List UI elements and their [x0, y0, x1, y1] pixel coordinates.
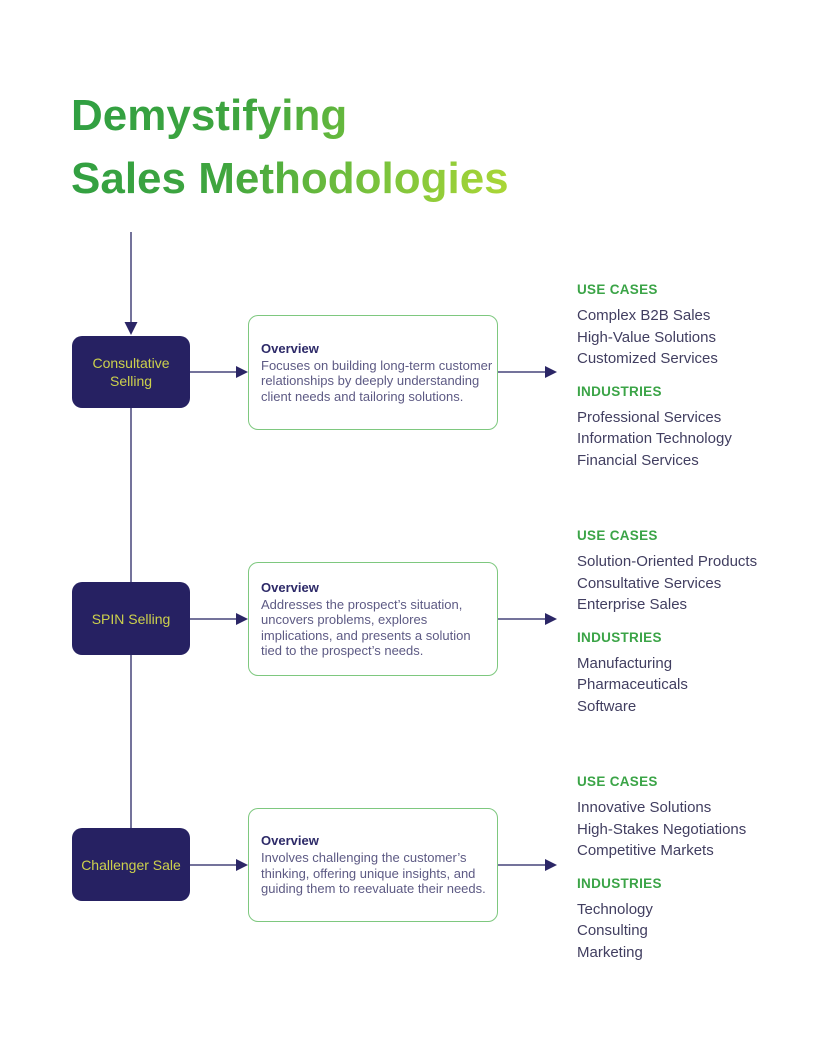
industries-heading: INDUSTRIES — [577, 383, 662, 399]
overview-heading: Overview — [261, 833, 319, 849]
overview-body: Involves challenging the customer’s thin… — [261, 850, 486, 897]
page-title-line1: Demystifying — [71, 91, 348, 140]
industry-item: Professional Services — [577, 408, 722, 426]
arrow-title-to-box1-head — [124, 322, 138, 335]
arrow-box3-to-overview3-head — [236, 859, 248, 871]
overview-card-spin-selling: Overview Addresses the prospect’s situat… — [248, 562, 498, 676]
industry-item: Consulting — [577, 922, 648, 939]
use-case-item: High-Stakes Negotiations — [577, 820, 747, 838]
arrow-box2-to-overview2-head — [236, 613, 248, 625]
detail-column-challenger-sale: USE CASES Innovative Solutions High-Stak… — [577, 774, 809, 963]
arrow-overview2-to-details2-head — [545, 613, 557, 625]
industry-item: Marketing — [577, 943, 643, 961]
industry-item: Manufacturing — [577, 654, 673, 672]
arrow-box1-to-overview1-head — [236, 366, 248, 378]
use-case-item: Solution-Oriented Products — [577, 553, 758, 570]
overview-body: Addresses the prospect’s situation, unco… — [261, 596, 471, 659]
use-case-item: Enterprise Sales — [577, 596, 688, 613]
page-title-line2: Sales Methodologies — [71, 154, 509, 203]
overview-card-consultative-selling: Overview Focuses on building long-term c… — [248, 315, 498, 430]
use-case-item: Complex B2B Sales — [577, 307, 711, 324]
arrow-overview1-to-details1-head — [545, 366, 557, 378]
use-case-item: Customized Services — [577, 350, 718, 367]
arrow-overview3-to-details3-head — [545, 859, 557, 871]
industries-heading: INDUSTRIES — [577, 629, 662, 645]
overview-body: Focuses on building long-term customer r… — [261, 357, 493, 404]
industry-item: Information Technology — [577, 430, 732, 447]
overview-card-challenger-sale: Overview Involves challenging the custom… — [248, 808, 498, 922]
use-cases-heading: USE CASES — [577, 528, 658, 543]
industry-item: Software — [577, 697, 637, 715]
method-box-spin-selling: SPIN Selling — [72, 582, 190, 655]
industry-item: Pharmaceuticals — [577, 676, 688, 693]
use-case-item: Consultative Services — [577, 574, 722, 592]
use-cases-heading: USE CASES — [577, 282, 658, 297]
overview-heading: Overview — [261, 340, 319, 356]
industry-item: Technology — [577, 900, 653, 918]
method-box-consultative-selling: Consultative Selling — [72, 336, 190, 408]
overview-heading: Overview — [261, 579, 319, 595]
industries-heading: INDUSTRIES — [577, 875, 662, 891]
use-case-item: Innovative Solutions — [577, 799, 712, 816]
detail-column-consultative-selling: USE CASES Complex B2B Sales High-Value S… — [577, 282, 809, 471]
use-case-item: High-Value Solutions — [577, 328, 716, 346]
detail-column-spin-selling: USE CASES Solution-Oriented Products Con… — [577, 528, 809, 717]
industry-item: Financial Services — [577, 451, 699, 469]
method-box-challenger-sale: Challenger Sale — [72, 828, 190, 901]
use-cases-heading: USE CASES — [577, 774, 658, 789]
use-case-item: Competitive Markets — [577, 842, 714, 859]
